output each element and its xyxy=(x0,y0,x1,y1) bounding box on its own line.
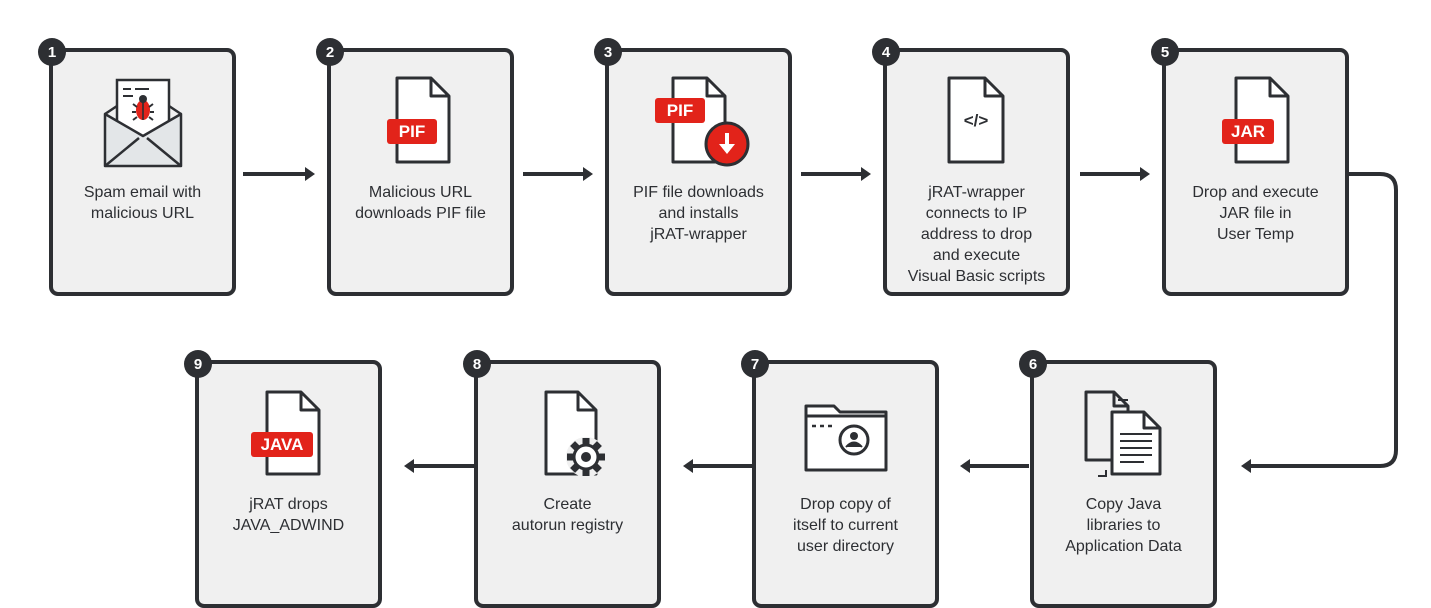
step-number-badge: 1 xyxy=(38,38,66,66)
step-number-badge: 6 xyxy=(1019,350,1047,378)
step-label: jRAT drops JAVA_ADWIND xyxy=(232,496,345,534)
pif-file-icon: PIF xyxy=(331,74,510,174)
step-label: Malicious URL downloads PIF file xyxy=(355,184,486,222)
step-number-badge: 5 xyxy=(1151,38,1179,66)
step-2: 2 PIF Malicious URL downloads PIF file xyxy=(316,38,514,296)
pif-download-icon: PIF xyxy=(609,74,788,174)
step-6: 6 Copy Java libraries to Application Dat… xyxy=(1019,350,1217,608)
step-label: Drop and execute JAR file in User Temp xyxy=(1192,184,1319,243)
arrowhead-icon xyxy=(1140,167,1150,181)
file-gear-icon xyxy=(478,386,657,486)
step-3: 3 PIF PIF file downloads and installs jR… xyxy=(594,38,792,296)
step-4: 4 </> jRAT-wrapper connects to IP addres… xyxy=(872,38,1070,296)
step-label: Create autorun registry xyxy=(511,496,624,534)
arrowhead-icon xyxy=(1241,459,1251,473)
step-number-badge: 8 xyxy=(463,350,491,378)
step-number-badge: 7 xyxy=(741,350,769,378)
code-file-icon: </> xyxy=(887,74,1066,174)
arrowhead-icon xyxy=(683,459,693,473)
arrowhead-icon xyxy=(305,167,315,181)
step-1: 1 Spam email with malicious URL xyxy=(38,38,236,296)
arrowhead-icon xyxy=(960,459,970,473)
java-file-icon: JAVA xyxy=(199,386,378,486)
arrowhead-icon xyxy=(404,459,414,473)
arrow-5-6 xyxy=(1247,172,1398,468)
step-7: 7 Drop copy of itself to current user di… xyxy=(741,350,939,608)
step-5: 5 JAR Drop and execute JAR file in User … xyxy=(1151,38,1349,296)
file-tag: JAR xyxy=(1230,122,1264,141)
spam-email-icon xyxy=(53,74,232,174)
step-number-badge: 9 xyxy=(184,350,212,378)
user-folder-icon xyxy=(756,386,935,486)
step-label: jRAT-wrapper connects to IP address to d… xyxy=(907,184,1046,285)
step-number-badge: 2 xyxy=(316,38,344,66)
step-number-badge: 4 xyxy=(872,38,900,66)
file-tag: PIF xyxy=(666,101,692,120)
arrowhead-icon xyxy=(583,167,593,181)
step-label: Drop copy of itself to current user dire… xyxy=(793,496,898,555)
step-label: PIF file downloads and installs jRAT-wra… xyxy=(633,184,764,243)
step-label: Spam email with malicious URL xyxy=(83,184,202,222)
step-9: 9 JAVA jRAT drops JAVA_ADWIND xyxy=(184,350,382,608)
step-label: Copy Java libraries to Application Data xyxy=(1065,496,1182,555)
file-tag: JAVA xyxy=(260,435,303,454)
jar-file-icon: JAR xyxy=(1166,74,1345,174)
copy-files-icon xyxy=(1034,386,1213,486)
arrowhead-icon xyxy=(861,167,871,181)
file-tag: </> xyxy=(963,111,988,130)
step-number-badge: 3 xyxy=(594,38,622,66)
step-8: 8 Create autorun regi xyxy=(463,350,661,608)
file-tag: PIF xyxy=(398,122,424,141)
